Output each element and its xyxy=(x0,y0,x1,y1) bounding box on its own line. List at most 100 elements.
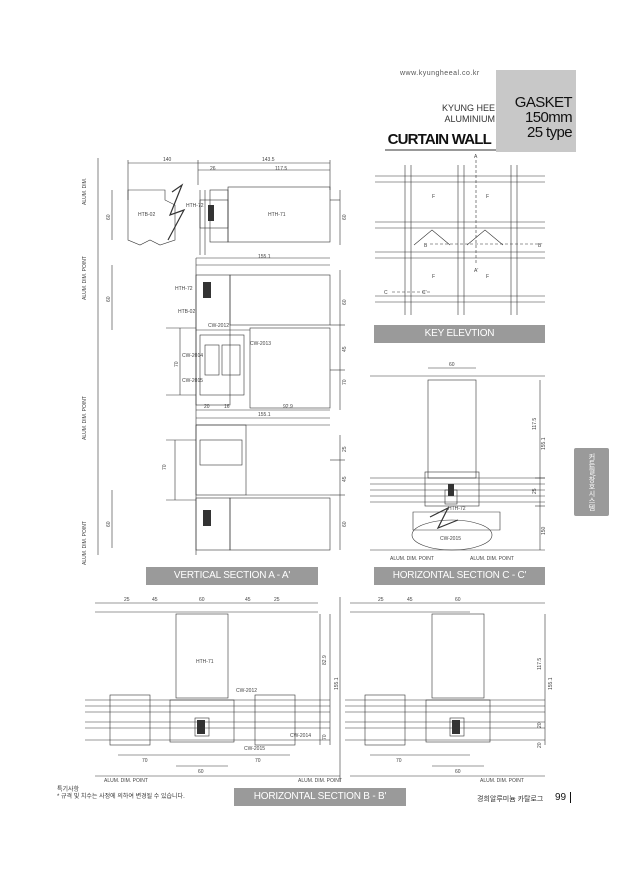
part-hth71-b: HTH-71 xyxy=(196,659,214,665)
marker-b2: B' xyxy=(538,243,542,249)
marker-a: A xyxy=(474,154,478,160)
key-elevation-label: KEY ELEVTION xyxy=(374,325,545,343)
dim-25-a: 25 xyxy=(342,446,348,452)
part-htb02-a: HTB-02 xyxy=(138,212,155,218)
dim-b-70-c: 70 xyxy=(322,734,328,740)
footnote-title: 특기사항 xyxy=(57,787,80,793)
dim-140: 140 xyxy=(163,157,172,163)
dim-b2-20-b: 20 xyxy=(537,742,543,748)
dim-c-150: 150 xyxy=(541,526,547,535)
part-hth72-b: HTH-72 xyxy=(175,286,193,292)
dim-70-left: 70 xyxy=(174,361,180,367)
dim-b-45-b: 45 xyxy=(245,597,251,603)
dim-c-117-5: 117.5 xyxy=(532,418,538,430)
dim-60-a: 60 xyxy=(342,214,348,220)
dim-117-5: 117.5 xyxy=(275,166,287,172)
marker-c: C xyxy=(384,290,388,296)
gasket-line-3: 25 type xyxy=(526,124,573,141)
dim-c-155-1: 155.1 xyxy=(541,437,547,450)
dim-b-45-a: 45 xyxy=(152,597,158,603)
dim-60-c: 60 xyxy=(342,521,348,527)
part-htb02-b: HTB-02 xyxy=(178,309,195,315)
brand-name: KYUNG HEE ALUMINIUM xyxy=(395,103,495,125)
dim-b-25-a: 25 xyxy=(124,597,130,603)
marker-f-1: F xyxy=(432,194,435,200)
catalog-title: 경희알루미늄 카탈로그 xyxy=(477,796,544,803)
marker-f-2: F xyxy=(486,194,489,200)
part-cw2014-a: CW-2014 xyxy=(182,353,203,359)
page-number: 99 xyxy=(555,792,572,803)
dim-b2-60: 60 xyxy=(455,597,461,603)
dim-b-155-1-a: 155.1 xyxy=(334,677,340,690)
marker-f-4: F xyxy=(486,274,489,280)
alum-dim-point-label-2: ALUM. DIM. POINT xyxy=(82,396,88,440)
dim-155-1-top: 155.1 xyxy=(258,254,271,260)
dim-20: 20 xyxy=(204,404,210,410)
part-cw2015-a: CW-2015 xyxy=(182,378,203,384)
marker-a2: A' xyxy=(474,268,478,274)
dim-b-82-9: 82.9 xyxy=(322,655,328,665)
dim-70-left-b: 70 xyxy=(162,464,168,470)
dim-b-60-a: 60 xyxy=(199,597,205,603)
dim-b2-25: 25 xyxy=(378,597,384,603)
horizontal-section-b-label: HORIZONTAL SECTION B - B' xyxy=(234,788,406,806)
dim-26: 26 xyxy=(210,166,216,172)
part-cw2012-b: CW-2012 xyxy=(236,688,257,694)
gasket-line-1: GASKET xyxy=(514,94,573,111)
alum-dim-point-label-3: ALUM. DIM. POINT xyxy=(82,521,88,565)
alum-dim-point-c1: ALUM. DIM. POINT xyxy=(390,556,434,562)
dim-c-25: 25 xyxy=(532,488,538,494)
gasket-line-2: 150mm xyxy=(524,109,573,126)
dim-45-b: 45 xyxy=(342,476,348,482)
website-url: www.kyungheeal.co.kr xyxy=(400,70,480,77)
part-cw2015-c: CW-2015 xyxy=(440,536,461,542)
dim-b2-20: 20 xyxy=(537,722,543,728)
alum-dim-point-c2: ALUM. DIM. POINT xyxy=(470,556,514,562)
dim-b2-117-5: 117.5 xyxy=(537,658,543,670)
alum-dim-point-b3: ALUM. DIM. POINT xyxy=(480,778,524,784)
dim-b-60-b: 60 xyxy=(198,769,204,775)
dim-70-a: 70 xyxy=(342,379,348,385)
footnote-text: * 규격 및 치수는 사정에 의하여 변경될 수 있습니다. xyxy=(57,794,185,800)
part-cw2013-a: CW-2013 xyxy=(250,341,271,347)
dim-b2-45: 45 xyxy=(407,597,413,603)
marker-c2: C' xyxy=(422,290,427,296)
horizontal-section-c-label: HORIZONTAL SECTION C - C' xyxy=(374,567,545,585)
brand-line-2: ALUMINIUM xyxy=(444,114,495,124)
part-cw2015-b: CW-2015 xyxy=(244,746,265,752)
dim-16: 16 xyxy=(224,404,230,410)
dim-155-1-bottom: 155.1 xyxy=(258,412,271,418)
dim-b2-60-b: 60 xyxy=(455,769,461,775)
dim-45-a: 45 xyxy=(342,346,348,352)
dim-b2-155-1: 155.1 xyxy=(548,677,554,690)
dim-b-70-a: 70 xyxy=(142,758,148,764)
dim-92-9: 92.9 xyxy=(283,404,293,410)
dim-60-left-a: 60 xyxy=(106,214,112,220)
marker-f-3: F xyxy=(432,274,435,280)
part-hth72-a: HTH-72 xyxy=(186,203,204,209)
dim-60-left-c: 60 xyxy=(106,521,112,527)
dim-c-60: 60 xyxy=(449,362,455,368)
footnote: 특기사항 * 규격 및 치수는 사정에 의하여 변경될 수 있습니다. xyxy=(57,787,185,801)
dim-b-70-b: 70 xyxy=(255,758,261,764)
alum-dim-point-b1: ALUM. DIM. POINT xyxy=(104,778,148,784)
dim-60-b: 60 xyxy=(342,299,348,305)
page-title: CURTAIN WALL xyxy=(387,131,492,148)
marker-b: B xyxy=(424,243,428,249)
part-hth71-a: HTH-71 xyxy=(268,212,286,218)
brand-line-1: KYUNG HEE xyxy=(441,103,495,113)
dim-143-5: 143.5 xyxy=(262,157,275,163)
part-cw2014-b: CW-2014 xyxy=(290,733,311,739)
vertical-section-label: VERTICAL SECTION A - A' xyxy=(146,567,318,585)
dim-60-left-b: 60 xyxy=(106,296,112,302)
chapter-side-tab[interactable]: 커튼월/창호시스템 xyxy=(574,448,609,516)
alum-dim-label-1: ALUM. DIM. xyxy=(82,178,88,205)
alum-dim-point-label-1: ALUM. DIM. POINT xyxy=(82,256,88,300)
part-cw2012-a: CW-2012 xyxy=(208,323,229,329)
part-hth72-c: HTH-72 xyxy=(448,506,466,512)
alum-dim-point-b2: ALUM. DIM. POINT xyxy=(298,778,342,784)
gasket-badge: GASKET 150mm 25 type xyxy=(496,70,576,152)
dim-b2-70: 70 xyxy=(396,758,402,764)
header-rule xyxy=(385,149,496,151)
